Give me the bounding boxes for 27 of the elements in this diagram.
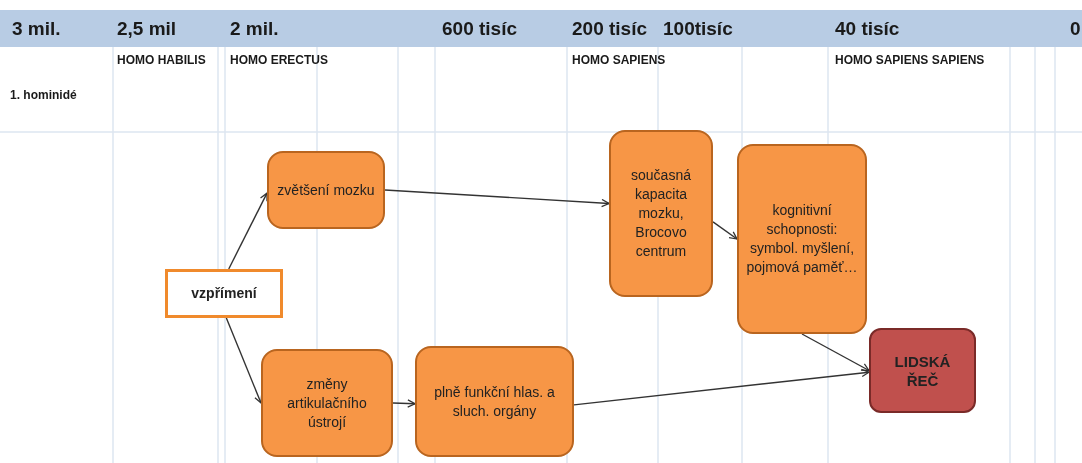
timeline-label: 600 tisíc: [442, 17, 517, 41]
arrow: [228, 192, 268, 270]
start-box: vzpřímení: [165, 269, 283, 318]
arrow: [801, 333, 870, 372]
process-box: změny artikulačního ústrojí: [261, 349, 393, 457]
timeline-label: 100tisíc: [663, 17, 733, 41]
arrow: [712, 221, 738, 240]
timeline-label: 0: [1070, 17, 1081, 41]
timeline-label: 2 mil.: [230, 17, 279, 41]
process-box: plně funkční hlas. a sluch. orgány: [415, 346, 574, 457]
species-label: HOMO HABILIS: [117, 52, 206, 69]
arrow: [392, 399, 416, 408]
timeline-label: 200 tisíc: [572, 17, 647, 41]
arrow: [384, 189, 610, 208]
species-label: 1. hominidé: [10, 87, 77, 104]
arrow: [573, 368, 870, 406]
timeline-label: 3 mil.: [12, 17, 61, 41]
result-box: LIDSKÁ ŘEČ: [869, 328, 976, 413]
timeline-label: 40 tisíc: [835, 17, 900, 41]
arrow: [225, 317, 263, 404]
timeline-label: 2,5 mil: [117, 17, 177, 41]
species-label: HOMO ERECTUS: [230, 52, 328, 69]
species-label: HOMO SAPIENS SAPIENS: [835, 52, 985, 69]
process-box: kognitivní schopnosti: symbol. myšlení, pojmová paměť…: [737, 144, 867, 334]
species-label: HOMO SAPIENS: [572, 52, 666, 69]
process-box: zvětšení mozku: [267, 151, 385, 229]
process-box: současná kapacita mozku, Brocovo centrum: [609, 130, 713, 297]
